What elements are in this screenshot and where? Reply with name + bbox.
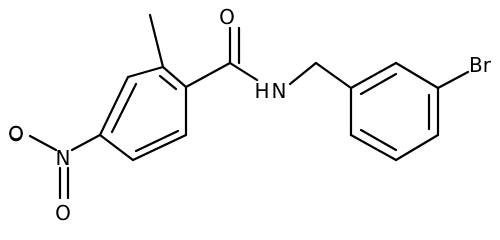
bond [126, 65, 165, 79]
bond [436, 70, 470, 90]
bond [314, 61, 353, 90]
atom-H-amide: H [254, 79, 269, 103]
structure-canvas: O N H Br N O O [8, 5, 492, 225]
bond-inner [359, 128, 398, 152]
carbonyl [184, 26, 241, 89]
bond [131, 133, 188, 162]
bond [161, 65, 188, 89]
ring-left [98, 65, 188, 162]
bond [28, 134, 58, 152]
bond [349, 133, 398, 162]
atom-O-nitro-bottom: O [55, 201, 71, 225]
bond [98, 133, 135, 162]
bond-inner [134, 129, 180, 153]
bond-inner [110, 82, 138, 134]
bond [98, 75, 130, 137]
bond [394, 61, 440, 90]
nitro-group [28, 133, 102, 200]
bond [394, 133, 440, 162]
structure-diagram: O N H Br N O O [8, 5, 492, 225]
atom-N-nitro: N [56, 146, 71, 170]
bond [228, 61, 259, 82]
ring-right [349, 61, 440, 162]
bond-inner [359, 72, 398, 96]
atom-Br: Br [469, 53, 492, 77]
bond [70, 133, 102, 152]
atom-O-carbonyl: O [219, 5, 235, 29]
methyl-bond [148, 13, 165, 69]
bond [288, 61, 318, 86]
bond [349, 61, 398, 90]
bond [184, 61, 232, 89]
nitro-circle-icon [9, 126, 23, 140]
atom-N-amide: N [272, 79, 287, 103]
bond-inner [158, 74, 178, 91]
